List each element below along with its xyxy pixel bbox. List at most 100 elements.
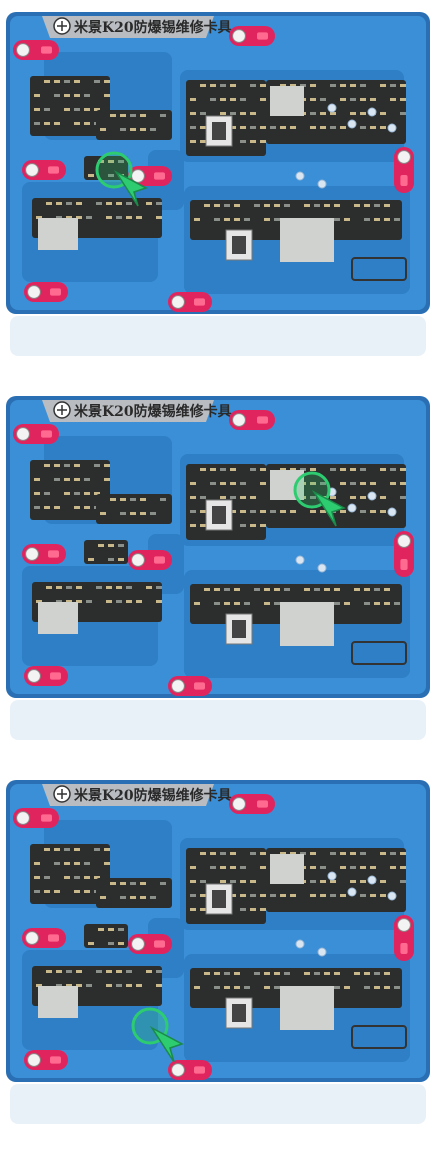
rf-shield bbox=[270, 86, 304, 116]
rf-shield bbox=[280, 218, 334, 262]
plate-reflection bbox=[10, 1084, 426, 1124]
flex-bracket bbox=[351, 641, 407, 665]
fixture-title-text: 米景K20防爆锡维修卡具 bbox=[74, 403, 232, 420]
board-top-left-tail bbox=[96, 110, 172, 140]
magnet-dot bbox=[347, 503, 357, 513]
board-bottom-right bbox=[190, 200, 402, 262]
clip-top-center bbox=[229, 794, 275, 814]
cursor-arrow-icon bbox=[311, 489, 346, 527]
rf-shield bbox=[270, 470, 304, 500]
flex-bracket bbox=[351, 1025, 407, 1049]
screw-icon bbox=[16, 811, 30, 825]
board-top-center bbox=[186, 848, 266, 924]
cursor-arrow-icon bbox=[113, 169, 148, 207]
title-label: 米景K20防爆锡维修卡具 bbox=[42, 784, 232, 806]
pointer-highlight bbox=[131, 1007, 184, 1063]
board-bottom-right bbox=[190, 584, 402, 646]
screw-icon bbox=[25, 931, 39, 945]
magnet-dot bbox=[387, 891, 397, 901]
screw-icon bbox=[232, 797, 246, 811]
clip-right bbox=[394, 915, 414, 961]
clip-mid-left bbox=[22, 160, 66, 180]
screw-icon bbox=[131, 169, 145, 183]
rf-shield bbox=[38, 602, 78, 634]
screw-icon bbox=[397, 918, 411, 932]
clip-right bbox=[394, 147, 414, 193]
clip-top-left bbox=[13, 808, 59, 828]
screw-icon bbox=[27, 1053, 41, 1067]
magnet-dot bbox=[317, 179, 327, 189]
screw-icon bbox=[397, 150, 411, 164]
board-top-center bbox=[186, 464, 266, 540]
clip-top-left bbox=[13, 40, 59, 60]
magnet-dot bbox=[387, 123, 397, 133]
screw-icon bbox=[25, 163, 39, 177]
magnet-dot bbox=[327, 103, 337, 113]
title-label: 米景K20防爆锡维修卡具 bbox=[42, 400, 232, 422]
clip-mid-center bbox=[128, 166, 172, 186]
sim-slot-icon bbox=[205, 499, 233, 531]
rf-shield bbox=[280, 602, 334, 646]
small-chip-board bbox=[84, 540, 128, 564]
clip-mid-left bbox=[22, 928, 66, 948]
clip-bottom-center bbox=[168, 1060, 212, 1080]
magnet-dot bbox=[295, 939, 305, 949]
screw-icon bbox=[16, 43, 30, 57]
clip-bottom-left bbox=[24, 282, 68, 302]
board-top-right bbox=[266, 848, 406, 912]
magnet-dot bbox=[327, 871, 337, 881]
board-top-left-tail bbox=[96, 494, 172, 524]
board-bottom-left bbox=[32, 582, 162, 634]
clip-mid-center bbox=[128, 934, 172, 954]
pointer-highlight bbox=[293, 471, 346, 527]
screw-icon bbox=[16, 427, 30, 441]
magnet-dot bbox=[367, 491, 377, 501]
board-top-left-tail bbox=[96, 878, 172, 908]
magnet-dot bbox=[317, 563, 327, 573]
fixture-photo: 米景K20防爆锡维修卡具 bbox=[6, 12, 430, 356]
rf-shield bbox=[38, 986, 78, 1018]
clip-mid-left bbox=[22, 544, 66, 564]
screw-icon bbox=[171, 679, 185, 693]
magnet-dot bbox=[295, 171, 305, 181]
magnet-dot bbox=[367, 875, 377, 885]
fixture-panel-3: 米景K20防爆锡维修卡具 bbox=[0, 768, 434, 1152]
clip-top-center bbox=[229, 410, 275, 430]
magnet-dot bbox=[317, 947, 327, 957]
board-bottom-left bbox=[32, 198, 162, 250]
clip-bottom-left bbox=[24, 666, 68, 686]
plate-reflection bbox=[10, 700, 426, 740]
magnet-dot bbox=[387, 507, 397, 517]
clip-right bbox=[394, 531, 414, 577]
magnet-dot bbox=[347, 119, 357, 129]
flex-bracket bbox=[351, 257, 407, 281]
fixture-photo: 米景K20防爆锡维修卡具 bbox=[6, 396, 430, 740]
board-bottom-left bbox=[32, 966, 162, 1018]
cursor-arrow-icon bbox=[149, 1025, 184, 1063]
board-top-right bbox=[266, 80, 406, 144]
pointer-highlight bbox=[95, 151, 148, 207]
rf-shield bbox=[270, 854, 304, 884]
screw-icon bbox=[27, 285, 41, 299]
board-top-right bbox=[266, 464, 406, 528]
plate-reflection bbox=[10, 316, 426, 356]
clip-bottom-left bbox=[24, 1050, 68, 1070]
clip-mid-center bbox=[128, 550, 172, 570]
screw-icon bbox=[27, 669, 41, 683]
screw-icon bbox=[25, 547, 39, 561]
fixture-title-text: 米景K20防爆锡维修卡具 bbox=[74, 19, 232, 36]
fixture-photo: 米景K20防爆锡维修卡具 bbox=[6, 780, 430, 1124]
title-label: 米景K20防爆锡维修卡具 bbox=[42, 16, 232, 38]
fixture-panel-1: 米景K20防爆锡维修卡具 bbox=[0, 0, 434, 384]
rf-shield bbox=[280, 986, 334, 1030]
magnet-dot bbox=[347, 887, 357, 897]
board-top-center bbox=[186, 80, 266, 156]
fixture-title-text: 米景K20防爆锡维修卡具 bbox=[74, 787, 232, 804]
fixture-panel-2: 米景K20防爆锡维修卡具 bbox=[0, 384, 434, 768]
small-chip-board bbox=[84, 924, 128, 948]
screw-icon bbox=[232, 29, 246, 43]
clip-bottom-center bbox=[168, 676, 212, 696]
clip-top-center bbox=[229, 26, 275, 46]
screw-icon bbox=[171, 295, 185, 309]
